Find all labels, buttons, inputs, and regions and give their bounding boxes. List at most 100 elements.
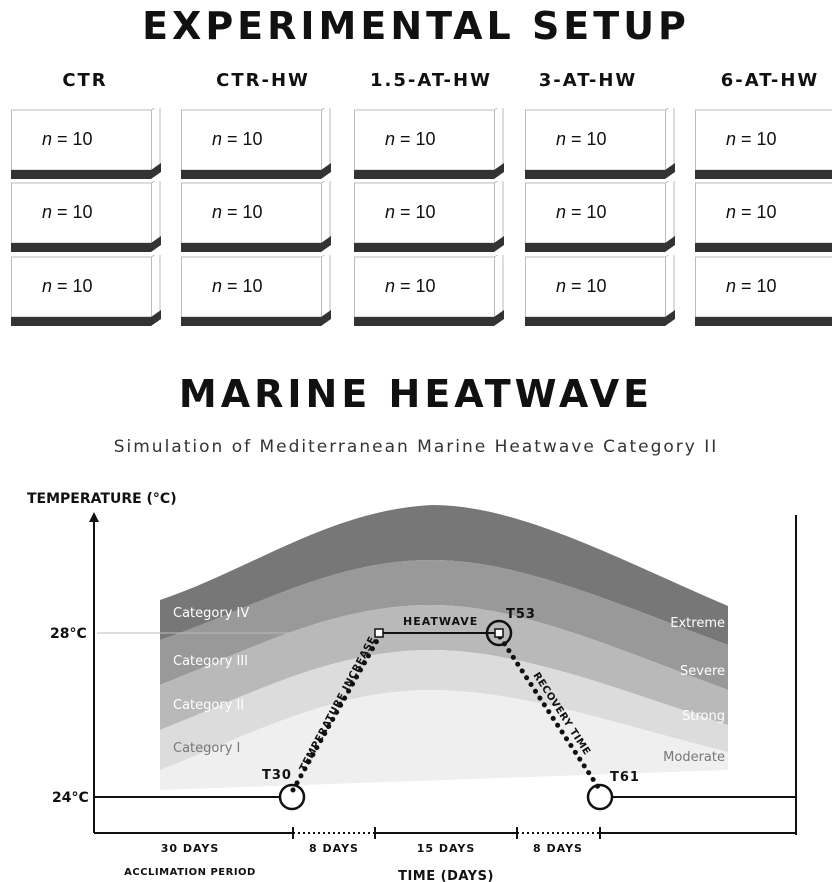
group-label-ctr-hw: CTR-HW xyxy=(216,70,310,91)
group-label-3-at-hw: 3-AT-HW xyxy=(538,70,638,91)
tank-4-2: n = 10 xyxy=(525,181,683,255)
group-label-6-at-hw: 6-AT-HW xyxy=(720,70,820,91)
sample-size-label: n = 10 xyxy=(385,276,436,297)
sample-size-label: n = 10 xyxy=(385,129,436,150)
temp-24-label: 24°C xyxy=(52,790,89,806)
n-value: = 10 xyxy=(52,129,93,149)
tank-5-2: n = 10 xyxy=(695,181,832,255)
sample-size-label: n = 10 xyxy=(212,202,263,223)
sample-size-label: n = 10 xyxy=(726,202,777,223)
n-symbol: n xyxy=(385,202,396,222)
label-category-iv: Category IV xyxy=(173,606,249,621)
n-symbol: n xyxy=(556,202,567,222)
tank-3-3: n = 10 xyxy=(354,255,512,329)
recovery-dotted-line xyxy=(497,634,603,793)
sample-size-label: n = 10 xyxy=(726,129,777,150)
label-moderate: Moderate xyxy=(663,750,725,765)
tank-1-2: n = 10 xyxy=(11,181,169,255)
sample-size-label: n = 10 xyxy=(212,129,263,150)
tank-1-3: n = 10 xyxy=(11,255,169,329)
y-axis-label: TEMPERATURE (°C) xyxy=(27,491,177,507)
n-symbol: n xyxy=(212,202,223,222)
period-increase-days: 8 DAYS xyxy=(309,842,359,855)
group-label-ctr: CTR xyxy=(62,70,108,91)
sample-size-label: n = 10 xyxy=(212,276,263,297)
period-acclimation-days: 30 DAYS xyxy=(161,842,220,855)
heatwave-title: MARINE HEATWAVE xyxy=(178,372,654,416)
n-value: = 10 xyxy=(736,276,777,296)
n-value: = 10 xyxy=(222,129,263,149)
t53-circle xyxy=(485,619,513,647)
n-value: = 10 xyxy=(736,129,777,149)
n-symbol: n xyxy=(42,276,53,296)
label-category-iii: Category III xyxy=(173,654,248,669)
sample-size-label: n = 10 xyxy=(385,202,436,223)
n-symbol: n xyxy=(556,129,567,149)
sample-size-label: n = 10 xyxy=(556,276,607,297)
tank-2-3: n = 10 xyxy=(181,255,339,329)
increase-dotted-line xyxy=(290,634,382,793)
tank-4-3: n = 10 xyxy=(525,255,683,329)
n-value: = 10 xyxy=(395,276,436,296)
plateau-end-marker xyxy=(494,628,504,638)
sample-size-label: n = 10 xyxy=(556,129,607,150)
n-value: = 10 xyxy=(52,202,93,222)
n-symbol: n xyxy=(42,202,53,222)
n-symbol: n xyxy=(385,276,396,296)
n-value: = 10 xyxy=(395,129,436,149)
tank-3-2: n = 10 xyxy=(354,181,512,255)
n-value: = 10 xyxy=(566,129,607,149)
tank-3-1: n = 10 xyxy=(354,108,512,182)
n-value: = 10 xyxy=(395,202,436,222)
n-value: = 10 xyxy=(52,276,93,296)
band-category-i xyxy=(160,650,728,770)
label-strong: Strong xyxy=(682,709,725,724)
n-symbol: n xyxy=(212,129,223,149)
n-value: = 10 xyxy=(566,276,607,296)
label-category-ii: Category II xyxy=(173,698,244,713)
n-symbol: n xyxy=(556,276,567,296)
n-symbol: n xyxy=(42,129,53,149)
heatwave-phase-label: HEATWAVE xyxy=(403,615,478,628)
t61-label: T61 xyxy=(610,770,640,785)
temp-28-label: 28°C xyxy=(50,626,87,642)
label-category-i: Category I xyxy=(173,741,240,756)
band-category-iv xyxy=(160,505,728,645)
band-category-ii xyxy=(160,605,728,730)
tank-5-3: n = 10 xyxy=(695,255,832,329)
plateau-start-marker xyxy=(374,628,384,638)
group-label-1-5-at-hw: 1.5-AT-HW xyxy=(370,70,492,91)
label-severe: Severe xyxy=(680,664,725,679)
n-symbol: n xyxy=(726,276,737,296)
period-heatwave-days: 15 DAYS xyxy=(417,842,476,855)
period-recovery-days: 8 DAYS xyxy=(533,842,583,855)
n-symbol: n xyxy=(212,276,223,296)
t30-label: T30 xyxy=(262,768,292,783)
heatwave-subtitle: Simulation of Mediterranean Marine Heatw… xyxy=(113,437,719,457)
t61-circle xyxy=(586,783,614,811)
n-symbol: n xyxy=(726,129,737,149)
t53-label: T53 xyxy=(506,607,536,622)
sample-size-label: n = 10 xyxy=(42,129,93,150)
sample-size-label: n = 10 xyxy=(42,276,93,297)
tank-2-1: n = 10 xyxy=(181,108,339,182)
n-value: = 10 xyxy=(222,276,263,296)
n-symbol: n xyxy=(726,202,737,222)
band-category-iii xyxy=(160,560,728,690)
sample-size-label: n = 10 xyxy=(726,276,777,297)
t30-circle xyxy=(278,783,306,811)
y-axis-arrow xyxy=(89,512,99,522)
label-extreme: Extreme xyxy=(670,616,725,631)
period-acclimation-sub: ACCLIMATION PERIOD xyxy=(124,867,256,878)
tank-5-1: n = 10 xyxy=(695,108,832,182)
tank-2-2: n = 10 xyxy=(181,181,339,255)
setup-title: EXPERIMENTAL SETUP xyxy=(142,4,690,48)
sample-size-label: n = 10 xyxy=(556,202,607,223)
tank-1-1: n = 10 xyxy=(11,108,169,182)
n-value: = 10 xyxy=(736,202,777,222)
heatwave-diagram: TEMPERATURE (°C) 28°C 24°C Category IV C… xyxy=(27,491,797,882)
n-value: = 10 xyxy=(566,202,607,222)
n-symbol: n xyxy=(385,129,396,149)
n-value: = 10 xyxy=(222,202,263,222)
tank-4-1: n = 10 xyxy=(525,108,683,182)
